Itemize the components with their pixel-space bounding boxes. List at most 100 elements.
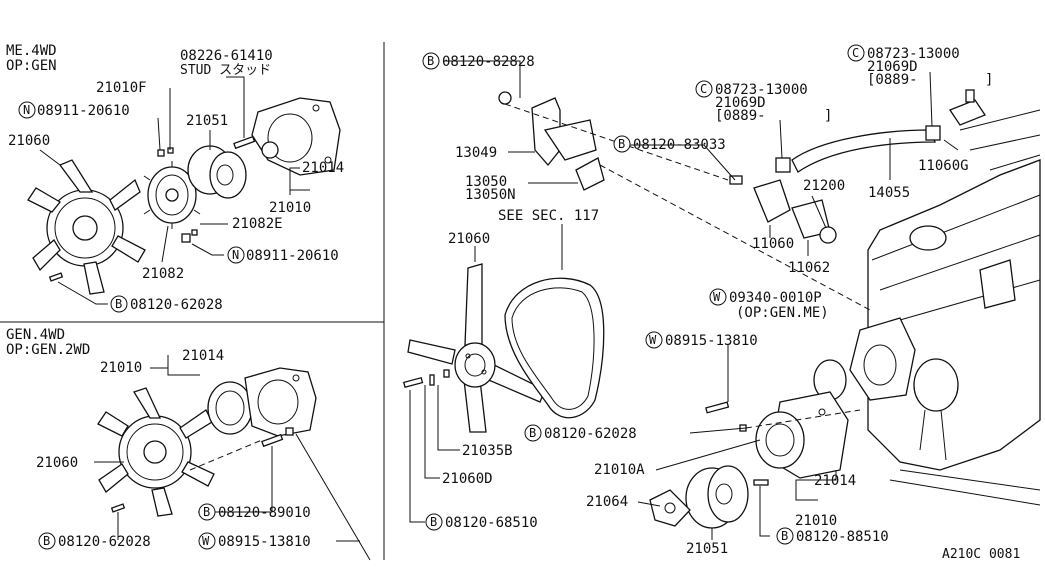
label-21014-tl: 21014 — [302, 160, 344, 176]
label-stud: STUD スタッド — [180, 63, 271, 78]
label-11060: 11060 — [752, 236, 794, 252]
leader-21082 — [161, 225, 169, 263]
leader-n-top — [157, 117, 161, 151]
label-21082E: 21082E — [232, 216, 283, 232]
leader-21035B — [437, 385, 460, 451]
pulley-main — [685, 465, 749, 529]
circle-b-icon — [425, 513, 443, 531]
label-bracket-m-end: ] — [824, 108, 832, 124]
label-21069D-r: 21069D — [867, 59, 918, 75]
label-b-89010: 08120-89010 — [218, 505, 311, 521]
leader-b-68510 — [409, 390, 425, 523]
label-bracket-m: [0889- — [715, 108, 766, 124]
thermostat-housing — [498, 91, 605, 191]
label-21200: 21200 — [803, 178, 845, 194]
label-13050: 13050 — [465, 174, 507, 190]
circle-n-icon — [18, 101, 36, 119]
label-21010F: 21010F — [96, 80, 147, 96]
label-b-68510: 08120-68510 — [445, 515, 538, 531]
label-13050N: 13050N — [465, 187, 516, 203]
leader-21014-tl — [289, 167, 310, 191]
leader-w-13810-bl — [295, 433, 371, 561]
hardware-bottom-left — [110, 427, 294, 513]
label-11062: 11062 — [788, 260, 830, 276]
circle-b-icon — [38, 532, 56, 550]
engine-block — [813, 109, 1041, 506]
circle-w-icon — [709, 288, 727, 306]
label-c-13000-r: 08723-13000 — [867, 46, 960, 62]
symbol-n: N — [232, 248, 239, 262]
dash-main-2 — [599, 164, 871, 311]
label-21069D-m: 21069D — [715, 95, 766, 111]
figure-code: A210C 0081 — [942, 547, 1020, 562]
thermostat-parts — [729, 175, 837, 244]
section-top-left-line1: ME.4WD — [6, 43, 57, 59]
section-bottom-left-line1: GEN.4WD — [6, 327, 65, 343]
symbol-w: W — [713, 290, 721, 304]
label-11060G: 11060G — [918, 158, 969, 174]
leader-b-62028-m — [689, 427, 747, 434]
label-21010-bl: 21010 — [100, 360, 142, 376]
label-c-13000-m: 08723-13000 — [715, 82, 808, 98]
label-b-62028-m: 08120-62028 — [544, 426, 637, 442]
circle-b-icon — [613, 135, 631, 153]
label-b-62028-bl: 08120-62028 — [58, 534, 151, 550]
circle-b-icon — [198, 503, 216, 521]
leader-21014-m — [795, 470, 837, 501]
symbol-w: W — [649, 333, 657, 347]
symbol-b: B — [781, 529, 788, 543]
symbol-b: B — [43, 534, 50, 548]
label-21051-m: 21051 — [686, 541, 728, 557]
circle-c-icon — [695, 80, 713, 98]
water-pump-bottom-left — [207, 367, 317, 437]
leader-stud — [226, 76, 245, 138]
leader-21010A — [655, 439, 761, 471]
symbol-n: N — [23, 103, 30, 117]
label-bracket-r-end: ] — [985, 72, 993, 88]
label-21010A: 21010A — [594, 462, 645, 478]
symbol-c: C — [700, 82, 707, 96]
label-b-82828: 08120-82828 — [442, 54, 535, 70]
leader-11060G — [943, 139, 959, 151]
symbol-w: W — [202, 534, 210, 548]
label-21014-bl: 21014 — [182, 348, 224, 364]
symbol-b: B — [115, 297, 122, 311]
section-top-left-line2: OP:GEN — [6, 58, 57, 74]
pulley-top-left — [187, 145, 247, 199]
label-21060-m: 21060 — [448, 231, 490, 247]
label-21010-tl: 21010 — [269, 200, 311, 216]
leader-c-13000-m — [779, 119, 783, 159]
symbol-b: B — [618, 137, 625, 151]
fan-main — [407, 263, 546, 433]
label-21051-tl: 21051 — [186, 113, 228, 129]
label-21082: 21082 — [142, 266, 184, 282]
label-08226-61410: 08226-61410 — [180, 48, 273, 64]
leader-c-13000-r — [929, 71, 933, 127]
circle-n-icon — [227, 246, 245, 264]
label-n-08911-bottom: 08911-20610 — [246, 248, 339, 264]
hardware-top-left — [48, 135, 256, 282]
symbol-b: B — [203, 505, 210, 519]
circle-w-icon — [645, 331, 663, 349]
label-w-13810-bl: 08915-13810 — [218, 534, 311, 550]
label-bracket-r: [0889- — [867, 72, 918, 88]
circle-w-icon — [198, 532, 216, 550]
circle-b-icon — [110, 295, 128, 313]
leader-b-83033 — [618, 144, 736, 181]
fan-coupling-top-left — [143, 161, 201, 229]
leader-21060D — [424, 385, 440, 479]
dash-bottom-left — [189, 439, 263, 471]
section-bottom-left-line2: OP:GEN.2WD — [6, 342, 90, 358]
symbol-b: B — [430, 515, 437, 529]
v-belt-inner — [511, 287, 595, 410]
symbol-b: B — [427, 54, 434, 68]
symbol-c: C — [852, 46, 859, 60]
label-21010-m: 21010 — [795, 513, 837, 529]
leader-b-82828 — [444, 60, 521, 98]
leader-b-89010 — [198, 446, 273, 513]
label-w-0010P: 09340-0010P — [729, 290, 822, 306]
label-14055: 14055 — [868, 185, 910, 201]
water-pump-top-left — [251, 97, 341, 176]
fan-blade-top-left — [27, 159, 146, 295]
